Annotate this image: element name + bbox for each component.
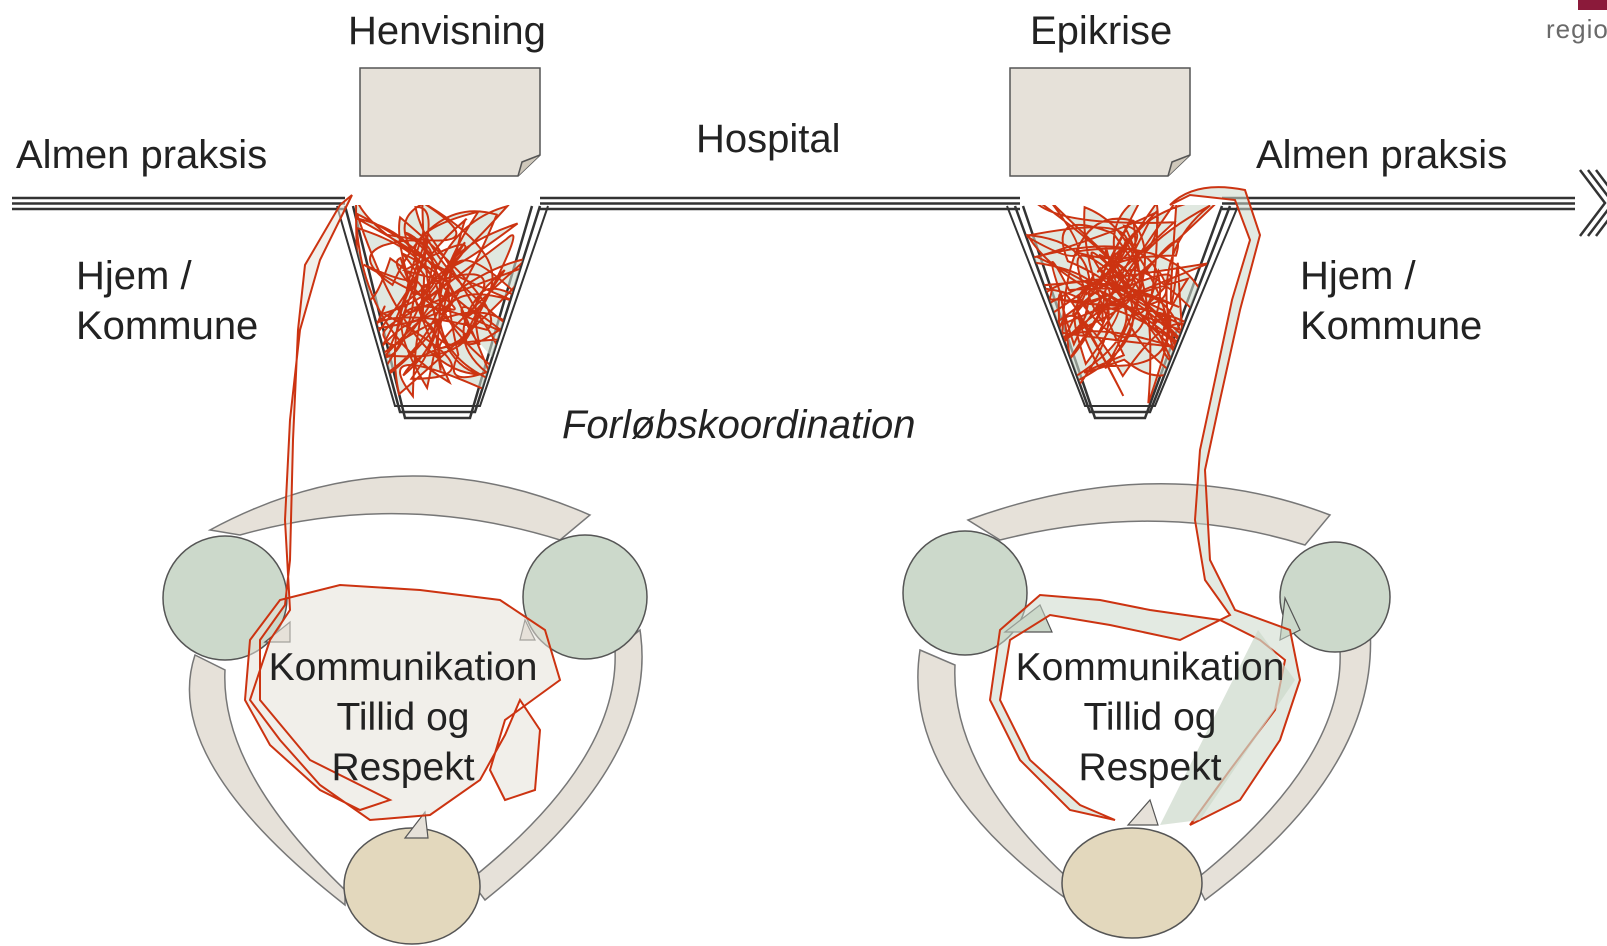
document-henvisning bbox=[360, 68, 540, 176]
label-henvisning: Henvisning bbox=[348, 6, 546, 56]
cycle-left-text: Kommunikation Tillid og Respekt bbox=[253, 643, 553, 793]
node-circle-right bbox=[1280, 542, 1390, 652]
label-hjem-left-line1: Hjem / bbox=[76, 251, 258, 301]
timeline bbox=[12, 198, 1575, 209]
tangle-left bbox=[352, 199, 532, 396]
cycle-right-text: Kommunikation Tillid og Respekt bbox=[1000, 643, 1300, 793]
label-hjem-right: Hjem / Kommune bbox=[1300, 251, 1482, 351]
label-forlobskoordination: Forløbskoordination bbox=[562, 400, 916, 450]
label-hospital: Hospital bbox=[696, 114, 841, 164]
document-epikrise bbox=[1010, 68, 1190, 176]
label-hjem-right-line2: Kommune bbox=[1300, 301, 1482, 351]
logo-mark-icon bbox=[1578, 0, 1607, 10]
node-circle-bottom bbox=[344, 828, 480, 944]
label-hjem-left: Hjem / Kommune bbox=[76, 251, 258, 351]
cycle-arc-top bbox=[210, 476, 590, 540]
cycle-left-line1: Kommunikation bbox=[253, 643, 553, 693]
node-circle-bottom bbox=[1062, 828, 1202, 938]
timeline-arrowhead bbox=[1580, 170, 1607, 236]
logo-text: regio bbox=[1546, 14, 1607, 45]
label-almen-praksis-right: Almen praksis bbox=[1256, 130, 1507, 180]
cycle-arc-top bbox=[968, 484, 1330, 545]
tangle-right bbox=[1020, 195, 1223, 403]
cycle-left-line2: Tillid og bbox=[253, 693, 553, 743]
label-epikrise: Epikrise bbox=[1030, 6, 1172, 56]
label-hjem-right-line1: Hjem / bbox=[1300, 251, 1482, 301]
cycle-right-line3: Respekt bbox=[1000, 743, 1300, 793]
cycle-right-line1: Kommunikation bbox=[1000, 643, 1300, 693]
label-hjem-left-line2: Kommune bbox=[76, 301, 258, 351]
label-almen-praksis-left: Almen praksis bbox=[16, 130, 267, 180]
cycle-left-line3: Respekt bbox=[253, 743, 553, 793]
cycle-right-line2: Tillid og bbox=[1000, 693, 1300, 743]
